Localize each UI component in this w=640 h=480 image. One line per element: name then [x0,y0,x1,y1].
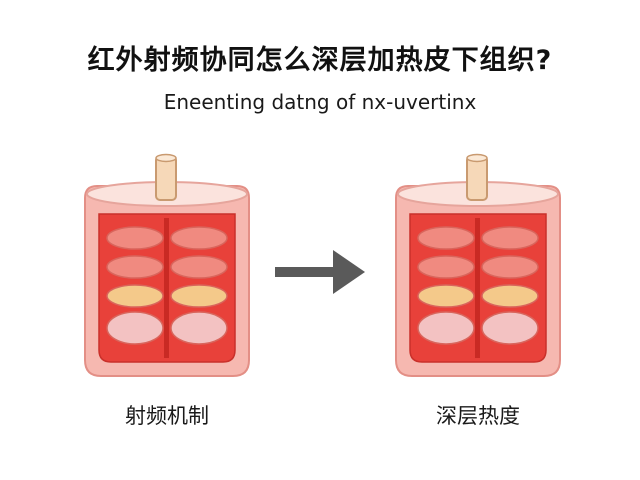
tissue-lobe [170,255,228,279]
tissue-lobe [106,284,164,308]
caption-rf-mechanism: 射频机制 [125,404,209,428]
tissue-lobe [417,226,475,250]
central-vessel [475,218,480,358]
tissue-lobe [417,311,475,345]
tissue-lobe [106,311,164,345]
electrode-probe-icon [466,155,488,201]
tissue-diagram-deep-heat [378,150,578,390]
tissue-lobe [106,255,164,279]
electrode-probe-icon [155,155,177,201]
right-arrow-icon [275,248,367,296]
tissue-lobe [106,226,164,250]
tissue-lobe [170,284,228,308]
tissue-diagram-rf-mechanism [67,150,267,390]
tissue-lobe [481,226,539,250]
probe-cap [466,153,488,163]
caption-deep-heat: 深层热度 [436,404,520,428]
tissue-lobe [417,284,475,308]
tissue-lobe [481,255,539,279]
central-vessel [164,218,169,358]
page-subtitle: Eneenting datng of nx-uvertinx [163,90,477,114]
tissue-lobe [481,284,539,308]
tissue-lobe [170,226,228,250]
tissue-lobe [417,255,475,279]
tissue-lobe [170,311,228,345]
page-title: 红外射频协同怎么深层加热皮下组织? [87,45,553,76]
probe-cap [155,153,177,163]
tissue-lobe [481,311,539,345]
